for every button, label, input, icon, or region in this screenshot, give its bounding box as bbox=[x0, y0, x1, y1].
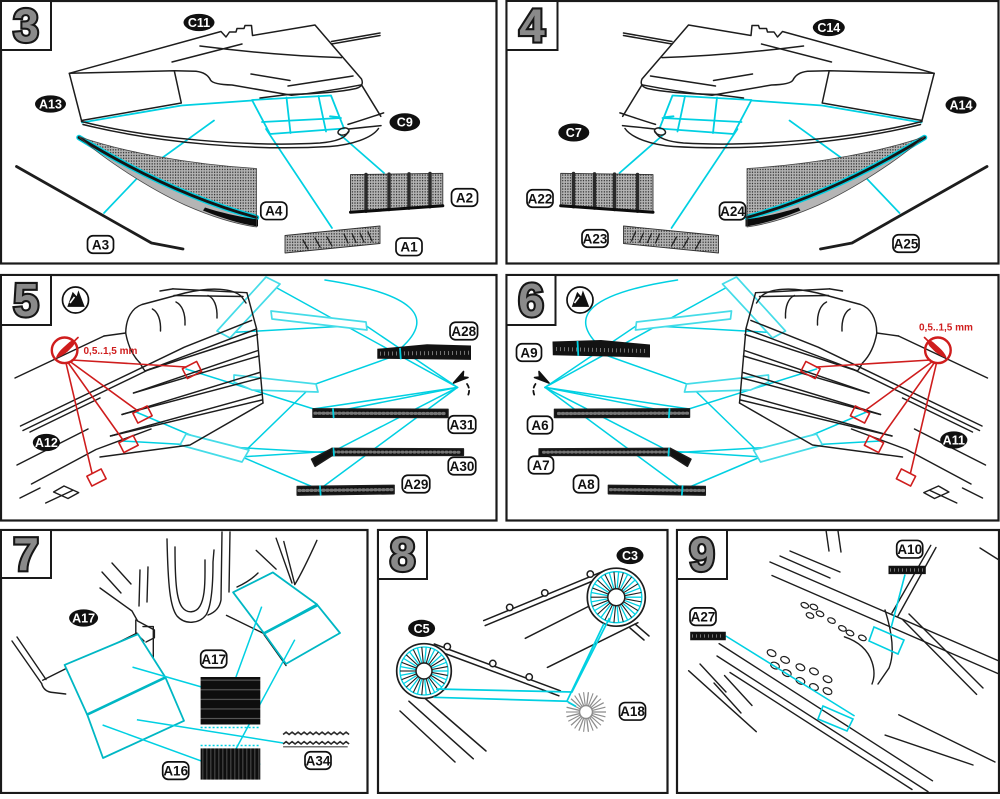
svg-text:A11: A11 bbox=[943, 434, 965, 448]
svg-text:A18: A18 bbox=[620, 704, 645, 719]
svg-text:A23: A23 bbox=[583, 231, 608, 246]
svg-text:A13: A13 bbox=[39, 98, 62, 112]
svg-text:5: 5 bbox=[13, 274, 39, 326]
svg-text:A8: A8 bbox=[577, 477, 595, 492]
svg-text:3: 3 bbox=[13, 0, 39, 52]
svg-text:A1: A1 bbox=[400, 240, 418, 255]
svg-text:A31: A31 bbox=[450, 417, 475, 432]
svg-text:4: 4 bbox=[519, 0, 545, 52]
svg-text:A16: A16 bbox=[163, 763, 188, 778]
svg-text:A17: A17 bbox=[72, 612, 95, 626]
svg-text:C5: C5 bbox=[414, 622, 430, 636]
svg-text:A4: A4 bbox=[265, 204, 283, 219]
svg-text:7: 7 bbox=[13, 528, 39, 580]
svg-text:C11: C11 bbox=[188, 16, 210, 30]
svg-text:A10: A10 bbox=[897, 542, 922, 557]
svg-text:C9: C9 bbox=[397, 116, 413, 130]
svg-text:A27: A27 bbox=[691, 609, 716, 624]
svg-text:6: 6 bbox=[518, 274, 544, 326]
svg-text:A7: A7 bbox=[532, 458, 549, 473]
svg-text:A14: A14 bbox=[950, 99, 973, 113]
svg-text:A29: A29 bbox=[404, 477, 429, 492]
svg-text:A30: A30 bbox=[450, 459, 475, 474]
svg-text:A9: A9 bbox=[520, 345, 537, 360]
svg-text:C3: C3 bbox=[622, 549, 638, 563]
svg-text:8: 8 bbox=[390, 529, 416, 581]
svg-text:A17: A17 bbox=[201, 652, 226, 667]
svg-text:A12: A12 bbox=[35, 436, 58, 450]
svg-text:A28: A28 bbox=[451, 324, 476, 339]
svg-text:C14: C14 bbox=[817, 21, 840, 35]
svg-text:0,5..1,5 mm: 0,5..1,5 mm bbox=[84, 346, 138, 357]
svg-text:C7: C7 bbox=[566, 126, 582, 140]
svg-text:A25: A25 bbox=[894, 236, 919, 251]
svg-text:A2: A2 bbox=[456, 190, 473, 205]
svg-text:A6: A6 bbox=[531, 418, 549, 433]
svg-text:9: 9 bbox=[689, 529, 715, 581]
svg-text:A22: A22 bbox=[528, 191, 553, 206]
svg-text:0,5..1,5 mm: 0,5..1,5 mm bbox=[919, 323, 973, 334]
svg-text:A24: A24 bbox=[720, 204, 745, 219]
svg-text:A34: A34 bbox=[306, 753, 331, 768]
svg-text:A3: A3 bbox=[92, 237, 110, 252]
